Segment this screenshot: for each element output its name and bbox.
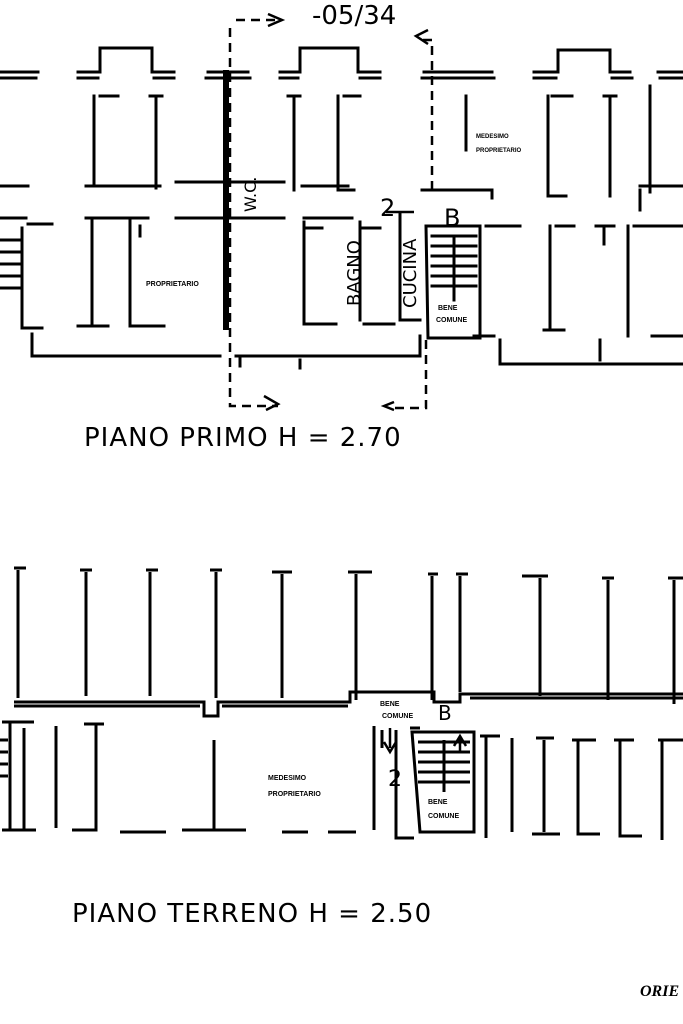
- upper-marker-number: 2: [380, 194, 395, 222]
- room-label-bagno: BAGNO: [344, 240, 365, 306]
- ground-bene-comune-stair-1: BENE: [428, 799, 448, 806]
- upper-bene-comune-1: BENE: [438, 305, 458, 312]
- upper-medesimo-2: PROPRIETARIO: [476, 148, 522, 154]
- sheet-number: -05/34: [312, 1, 396, 31]
- upper-medesimo-1: MEDESIMO: [476, 134, 509, 140]
- ground-bene-comune-stair-2: COMUNE: [428, 813, 459, 820]
- ground-bene-comune-top-1: BENE: [380, 701, 400, 708]
- upper-bene-comune-2: COMUNE: [436, 317, 467, 324]
- ground-medesimo-2: PROPRIETARIO: [268, 791, 321, 798]
- ground-bene-comune-top-2: COMUNE: [382, 713, 413, 720]
- ground-floor-plan: [0, 566, 683, 840]
- ground-medesimo-1: MEDESIMO: [268, 775, 307, 782]
- ground-floor-arrows: [382, 728, 468, 755]
- property-boundary-line: [228, 18, 434, 410]
- upper-floor-plan: [0, 46, 683, 370]
- upper-floor-title: PIANO PRIMO H = 2.70: [84, 423, 402, 453]
- room-label-wc: W.C.: [241, 177, 260, 212]
- corner-label: ORIE: [640, 983, 679, 1000]
- ground-floor-title: PIANO TERRENO H = 2.50: [72, 899, 432, 929]
- upper-proprietario: PROPRIETARIO: [146, 281, 199, 288]
- room-label-cucina: CUCINA: [400, 238, 421, 308]
- ground-marker-number: 2: [388, 767, 402, 792]
- upper-marker-letter: B: [444, 204, 460, 232]
- ground-marker-letter: B: [438, 701, 452, 725]
- boundary-arrows: [263, 12, 429, 412]
